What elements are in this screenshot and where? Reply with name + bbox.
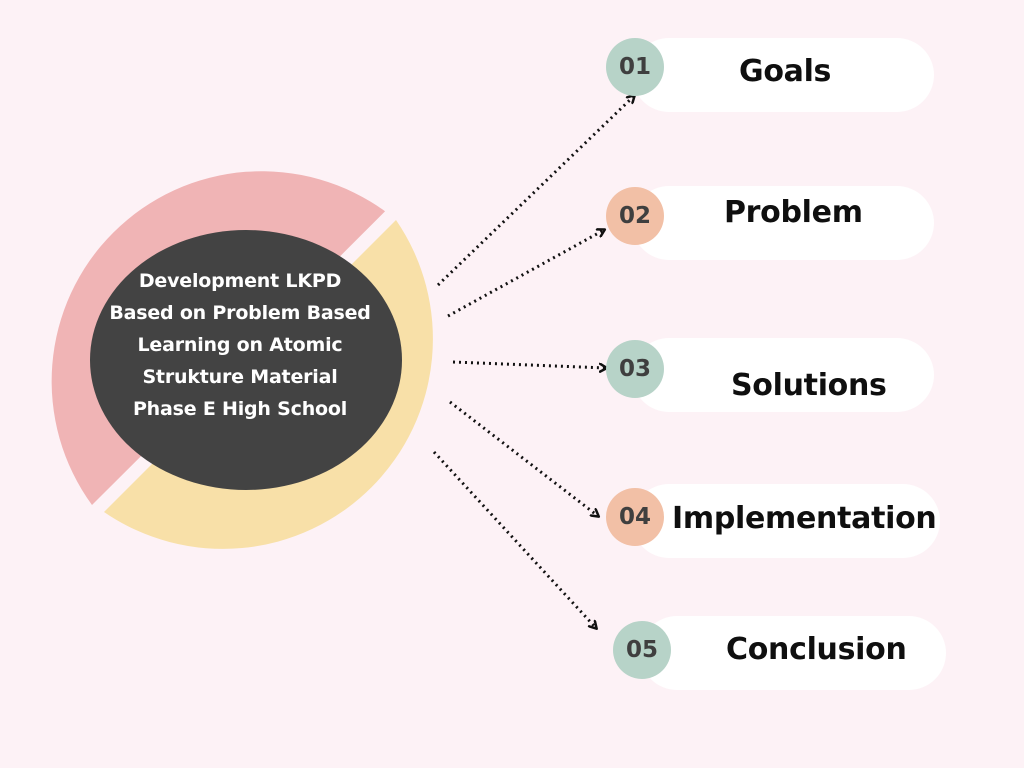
connector-arrow-05: [432, 450, 596, 628]
step-label-implementation: Implementation: [672, 501, 937, 536]
step-badge-04: 04: [606, 488, 664, 546]
step-label-conclusion: Conclusion: [726, 632, 907, 667]
connector-arrow-02: [447, 230, 604, 318]
center-title: Development LKPD Based on Problem Based …: [95, 265, 385, 425]
step-badge-02: 02: [606, 187, 664, 245]
connector-arrow-03: [452, 360, 606, 368]
center-title-line-2: Based on Problem Based: [109, 302, 371, 324]
step-label-goals: Goals: [739, 54, 832, 89]
step-pill-problem: Problem: [632, 186, 934, 260]
step-badge-05: 05: [613, 621, 671, 679]
step-pill-solutions: Solutions: [632, 338, 934, 412]
step-pill-conclusion: Conclusion: [640, 616, 946, 690]
center-title-line-5: Phase E High School: [132, 398, 348, 420]
connector-arrow-01: [436, 96, 634, 287]
center-title-line-3: Learning on Atomic: [137, 334, 343, 356]
step-label-solutions: Solutions: [731, 368, 887, 403]
step-badge-01: 01: [606, 38, 664, 96]
center-title-line-1: Development LKPD: [138, 270, 342, 292]
center-core: [90, 230, 402, 490]
center-title-line-4: Strukture Material: [142, 366, 338, 388]
step-badge-03: 03: [606, 340, 664, 398]
step-label-problem: Problem: [724, 195, 863, 230]
step-pill-implementation: Implementation: [632, 484, 940, 558]
connector-arrow-04: [449, 400, 598, 516]
step-pill-goals: Goals: [632, 38, 934, 112]
